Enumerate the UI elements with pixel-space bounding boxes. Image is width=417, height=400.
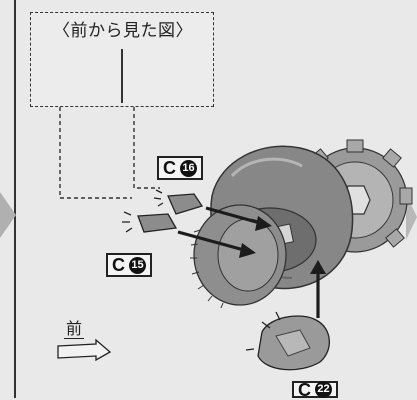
front-direction-arrow — [57, 338, 112, 362]
leader-line-c16 — [133, 107, 160, 189]
leader-line-c15 — [59, 107, 132, 199]
part-c16-piece — [153, 189, 204, 215]
part-number: 15 — [129, 256, 146, 274]
insert-arrows — [177, 206, 326, 318]
front-view-inset: 〈前から見た図〉 — [30, 12, 214, 107]
part-c22-piece — [245, 311, 330, 371]
inset-divider — [121, 49, 123, 103]
previous-step-arrow — [0, 192, 16, 238]
part-label-c22: C 22 — [292, 379, 338, 400]
part-number: 16 — [180, 159, 197, 177]
front-direction-label: 前 — [64, 319, 85, 339]
part-letter: C — [163, 158, 176, 178]
part-label-c15: C 15 — [106, 253, 152, 277]
front-gear — [190, 204, 287, 309]
part-c15-piece — [122, 211, 178, 233]
part-letter: C — [112, 255, 125, 275]
inset-title: 〈前から見た図〉 — [53, 21, 193, 41]
part-letter: C — [298, 379, 311, 400]
next-step-arrow — [406, 194, 417, 240]
part-label-c16: C 16 — [157, 156, 203, 180]
part-number: 22 — [315, 381, 332, 398]
leader-lines — [59, 107, 160, 199]
